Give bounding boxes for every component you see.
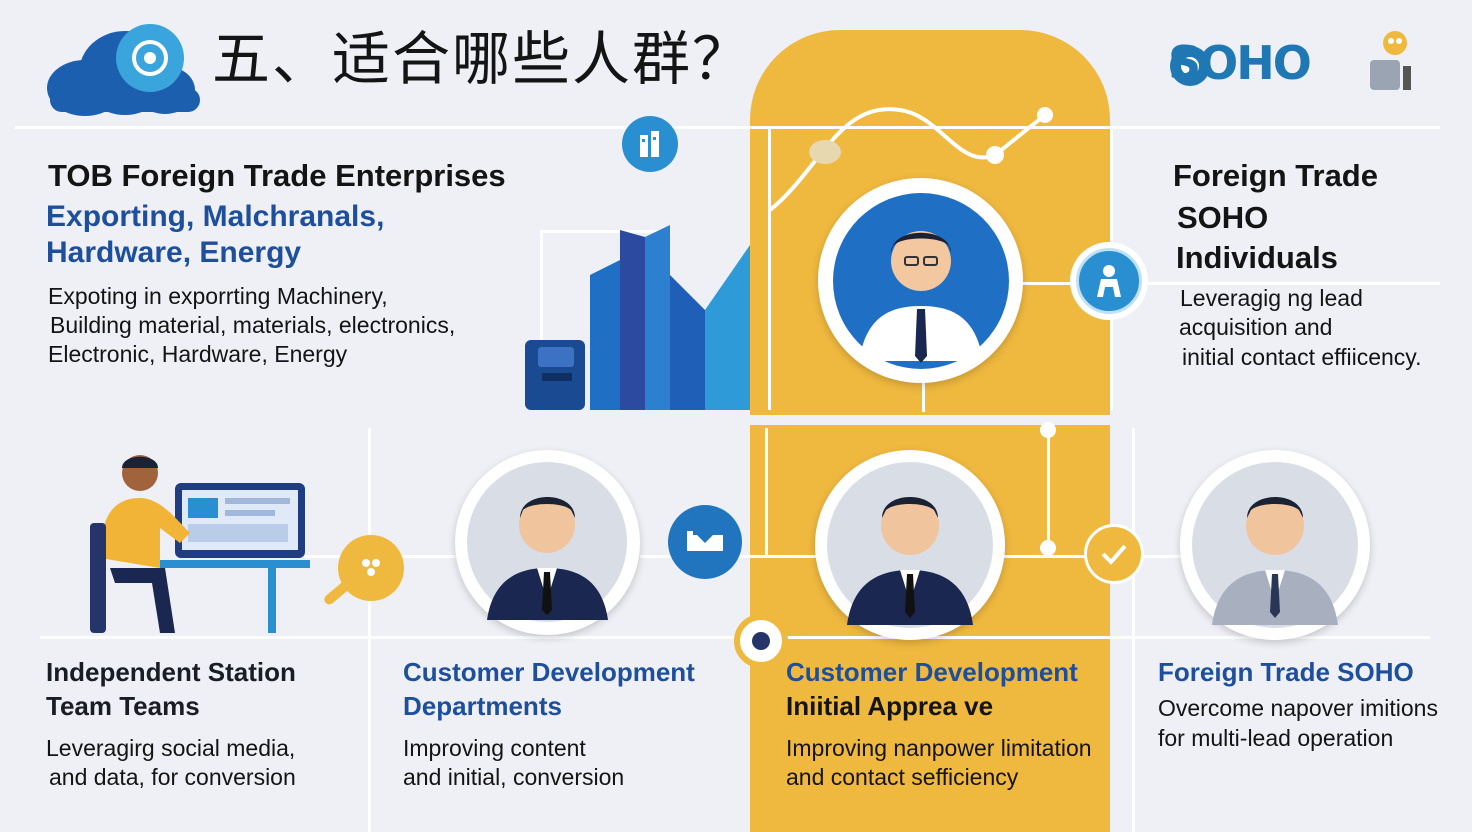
section-title: Independent Station	[46, 657, 296, 687]
connector-line	[540, 230, 543, 340]
section-body: and data, for conversion	[49, 764, 296, 791]
section-foreign-trade-soho: Foreign Trade SOHO Overcome napover imit…	[1158, 656, 1458, 754]
enterprise-subheading: Hardware, Energy	[46, 236, 302, 269]
enterprise-body: Expoting in exporrting Machinery,	[48, 283, 388, 309]
gear-icon	[734, 614, 788, 668]
magnifier-icon	[338, 535, 404, 601]
magnifier-handle	[322, 579, 352, 607]
person-at-computer-illustration	[90, 455, 310, 633]
soho-body: Leveragig ng lead	[1180, 285, 1363, 311]
column-divider	[368, 428, 371, 832]
section-body: Improving content	[403, 734, 586, 761]
soho-heading: SOHO	[1177, 200, 1269, 235]
connector-line	[765, 428, 768, 558]
soho-heading: Individuals	[1176, 240, 1338, 275]
section-title: Iniitial Apprea ve	[786, 690, 994, 721]
section-title: Team Teams	[46, 690, 200, 721]
avatar	[455, 450, 640, 635]
section-body: Leveragirg social media,	[46, 734, 296, 761]
section-body: and contact sefficiency	[786, 764, 1019, 791]
avatar	[815, 450, 1005, 640]
top-divider-line	[15, 126, 1440, 129]
connector-line	[922, 380, 925, 412]
section-title: Customer Development	[403, 657, 695, 687]
avatar	[1180, 450, 1370, 640]
soho-heading: Foreign Trade	[1173, 158, 1378, 193]
connector-node	[1040, 422, 1056, 438]
connector-node	[1040, 540, 1056, 556]
brand-logo-text: SOHO	[1168, 36, 1312, 90]
section-body: Overcome napover imitions	[1158, 694, 1438, 721]
page-title: 五、适合哪些人群？	[212, 25, 753, 93]
section-body: for multi-lead operation	[1158, 724, 1394, 751]
checkmark-icon	[1084, 524, 1144, 584]
building-illustration	[525, 225, 750, 410]
connector-line	[768, 128, 771, 410]
soho-body: initial contact effiicency.	[1182, 344, 1422, 370]
enterprise-subheading: Exporting, Malchranals,	[46, 200, 385, 233]
building-icon	[622, 116, 678, 172]
section-title: Foreign Trade SOHO	[1158, 657, 1414, 687]
section-title: Departments	[403, 690, 562, 721]
connector-line	[1047, 428, 1050, 558]
connector-line	[1020, 282, 1440, 285]
section-customer-development: Customer Development Departments Improvi…	[403, 656, 743, 793]
section-independent-station: Independent Station Team Teams Leveragir…	[46, 656, 356, 793]
section-body: and initial, conversion	[403, 764, 625, 791]
enterprise-body: Building material, materials, electronic…	[50, 312, 456, 338]
soho-body: acquisition and	[1179, 314, 1333, 340]
trend-line-icon	[768, 107, 1053, 212]
section-customer-development-initial: Customer Development Iniitial Apprea ve …	[786, 656, 1106, 793]
connector-line	[540, 230, 670, 233]
handshake-icon	[668, 505, 742, 579]
people-icon	[1070, 242, 1148, 320]
section-body: Improving nanpower limitation	[786, 734, 1092, 761]
enterprise-body: Electronic, Hardware, Energy	[48, 341, 348, 367]
enterprise-heading: TOB Foreign Trade Enterprises	[48, 158, 506, 193]
section-title: Customer Development	[786, 657, 1078, 687]
soho-logo-icon	[1165, 18, 1445, 98]
avatar	[818, 178, 1023, 383]
column-divider	[1132, 428, 1135, 832]
cloud-icon	[47, 24, 200, 116]
